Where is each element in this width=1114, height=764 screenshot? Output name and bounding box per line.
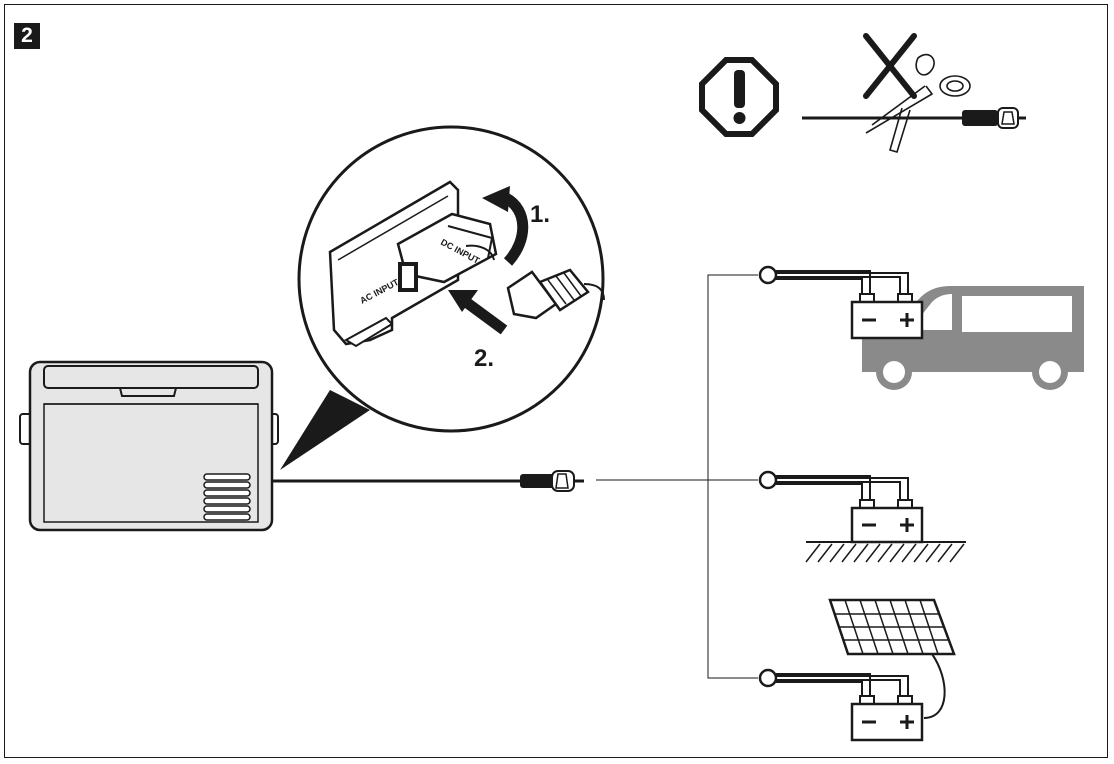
cigarette-plug-icon bbox=[520, 470, 584, 492]
solar-battery-connection bbox=[758, 668, 909, 696]
battery-icon bbox=[850, 293, 924, 340]
dc-plug-icon bbox=[962, 107, 1026, 129]
step-2-label: 2. bbox=[474, 345, 494, 372]
connection-lines bbox=[596, 274, 758, 679]
do-not-cut-cable-illustration bbox=[802, 33, 1026, 153]
step-1-label: 1. bbox=[530, 201, 550, 228]
vent-grille bbox=[203, 473, 251, 521]
warning-octagon-icon bbox=[699, 57, 779, 137]
ground-hatch-icon bbox=[805, 541, 966, 563]
open-flap-arrow-icon bbox=[482, 186, 529, 266]
angled-dc-plug-icon bbox=[506, 268, 605, 320]
solar-panel-icon bbox=[828, 598, 956, 719]
vehicle-battery-connection bbox=[758, 265, 909, 294]
scissors-icon bbox=[865, 53, 971, 153]
battery-icon bbox=[850, 695, 924, 742]
prohibited-cross-icon bbox=[863, 33, 917, 99]
battery-icon bbox=[850, 499, 924, 544]
dc-input-callout: AC INPUT DC INPUT 1. 2. bbox=[297, 125, 605, 433]
portable-fridge bbox=[19, 360, 279, 532]
figure-frame bbox=[4, 4, 1108, 758]
step-number-badge: 2 bbox=[14, 23, 40, 49]
ground-battery-connection bbox=[758, 470, 909, 500]
insert-plug-arrow-icon bbox=[448, 290, 508, 335]
callout-pointer bbox=[280, 390, 370, 470]
